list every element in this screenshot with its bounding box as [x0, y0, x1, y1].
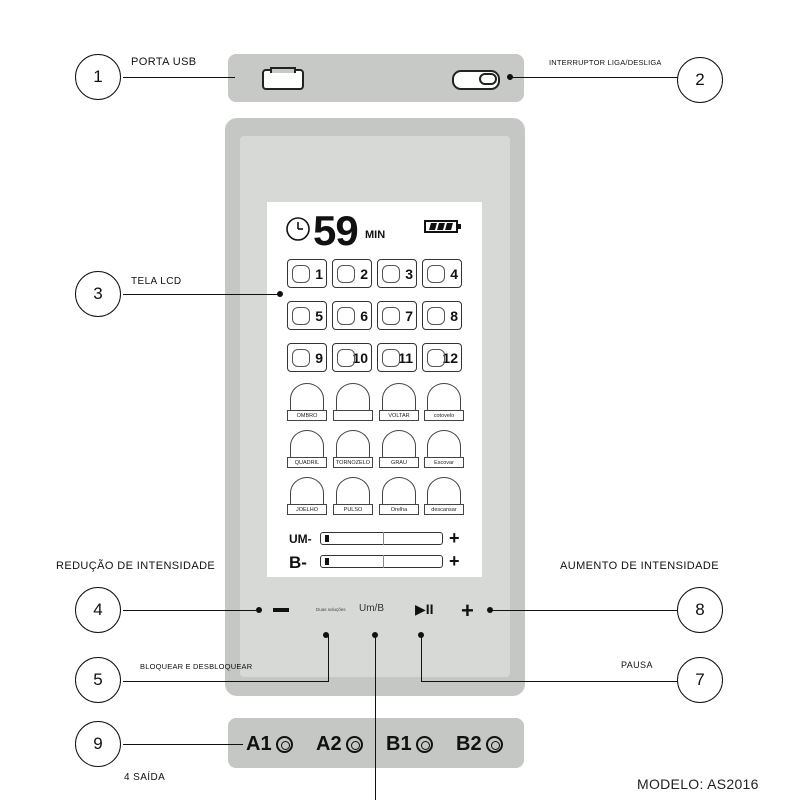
callout-number-5: 5: [75, 657, 121, 703]
body-part-shoulder: OMBRO: [286, 383, 328, 423]
leader-dot-5: [323, 632, 329, 638]
body-part-hand: Escovar: [423, 430, 465, 470]
usb-port-icon[interactable]: [262, 67, 304, 90]
callout-label-switch: INTERRUPTOR LIGA/DESLIGA: [549, 58, 662, 67]
output-b1-label: B1: [386, 733, 412, 755]
play-pause-button[interactable]: ▶II: [415, 601, 434, 617]
leader-line-6: [375, 635, 376, 800]
callout-label-decrease: REDUÇÃO DE INTENSIDADE: [56, 560, 216, 572]
callout-label-pause: PAUSA: [621, 660, 653, 670]
body-part-hip: QUADRIL: [286, 430, 328, 470]
channel-a-intensity-bar: [320, 532, 443, 545]
leader-dot-2: [507, 74, 513, 80]
body-part-ear: Orelha: [378, 477, 420, 517]
channel-b-intensity-bar: [320, 555, 443, 568]
leader-dot-3: [277, 291, 283, 297]
body-part-wrist: PULSO: [332, 477, 374, 517]
program-1: 1: [287, 259, 327, 288]
program-8: 8: [422, 301, 462, 330]
leader-line-9: [123, 744, 243, 745]
program-4: 4: [422, 259, 462, 288]
leader-line-7: [421, 681, 678, 682]
leader-line-1: [123, 77, 235, 78]
callout-number-4: 4: [75, 587, 121, 633]
leader-line-2: [510, 77, 678, 78]
callout-number-7: 7: [677, 657, 723, 703]
model-number: MODELO: AS2016: [637, 776, 759, 792]
body-part-neck: [332, 383, 374, 423]
program-7: 7: [377, 301, 417, 330]
body-part-ankle: TORNOZELO: [332, 430, 374, 470]
leader-line-5: [123, 681, 329, 682]
jack-icon[interactable]: [346, 736, 363, 753]
timer-unit: MIN: [365, 229, 386, 241]
leader-line-7-vertical: [421, 635, 422, 681]
callout-number-3: 3: [75, 271, 121, 317]
callout-number-1: 1: [75, 54, 121, 100]
callout-label-lock: BLOQUEAR E DESBLOQUEAR: [140, 662, 253, 671]
callout-label-increase: AUMENTO DE INTENSIDADE: [560, 560, 719, 572]
increase-intensity-button[interactable]: +: [461, 598, 474, 623]
callout-label-usb: PORTA USB: [131, 56, 197, 68]
lock-button-label[interactable]: Duas soluções: [316, 607, 346, 612]
callout-label-lcd: TELA LCD: [131, 276, 182, 287]
leader-dot-4: [256, 607, 262, 613]
battery-icon: [424, 220, 461, 233]
output-b2-label: B2: [456, 733, 482, 755]
channel-a-plus: +: [449, 528, 460, 548]
channel-toggle-button[interactable]: Um/B: [359, 603, 384, 614]
leader-line-5-vertical: [328, 635, 329, 681]
program-5: 5: [287, 301, 327, 330]
power-switch-icon[interactable]: [452, 70, 500, 90]
body-part-foot: GRAU: [378, 430, 420, 470]
leader-line-8: [490, 610, 678, 611]
timer-digits: 59: [313, 207, 359, 254]
program-12: 12: [422, 343, 462, 372]
callout-label-outputs: 4 SAÍDA: [124, 772, 166, 783]
program-6: 6: [332, 301, 372, 330]
callout-number-8: 8: [677, 587, 723, 633]
leader-line-3: [123, 294, 280, 295]
channel-a-label: UM-: [289, 532, 312, 546]
program-10: 10: [332, 343, 372, 372]
body-part-knee: JOELHO: [286, 477, 328, 517]
leader-line-4: [123, 610, 258, 611]
program-3: 3: [377, 259, 417, 288]
body-part-rest: descansar: [423, 477, 465, 517]
jack-icon[interactable]: [276, 736, 293, 753]
channel-b-label: B-: [289, 553, 307, 572]
callout-number-9: 9: [75, 721, 121, 767]
callout-number-2: 2: [677, 57, 723, 103]
program-9: 9: [287, 343, 327, 372]
output-a2-label: A2: [316, 733, 342, 755]
jack-icon[interactable]: [416, 736, 433, 753]
decrease-intensity-button[interactable]: [273, 608, 289, 612]
program-11: 11: [377, 343, 417, 372]
body-part-elbow: cotovelo: [423, 383, 465, 423]
clock-icon: [286, 217, 310, 241]
body-part-back: VOLTAR: [378, 383, 420, 423]
jack-icon[interactable]: [486, 736, 503, 753]
output-a1-label: A1: [246, 733, 272, 755]
program-2: 2: [332, 259, 372, 288]
channel-b-plus: +: [449, 551, 460, 571]
